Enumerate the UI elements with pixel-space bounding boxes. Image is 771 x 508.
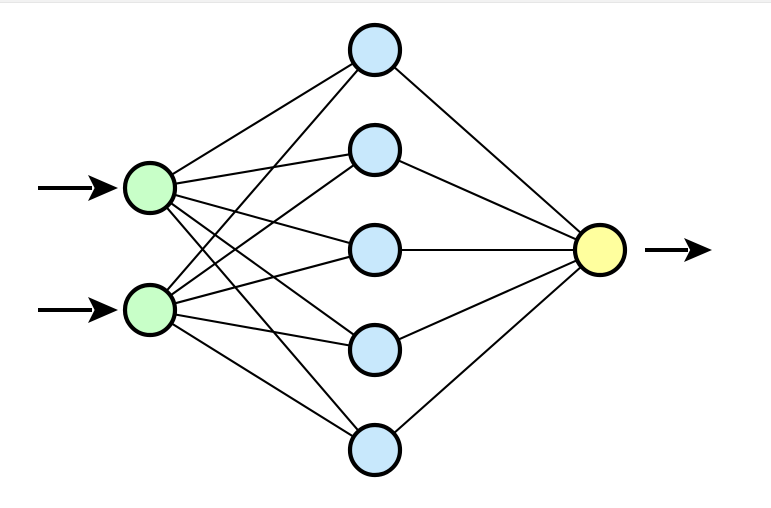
edge-h2-o1: [395, 158, 580, 242]
input-node-1[interactable]: [122, 160, 178, 216]
hidden-node-3[interactable]: [347, 222, 403, 278]
edges-group: [164, 61, 584, 439]
output-node-1[interactable]: [572, 222, 628, 278]
edge-i1-h5: [164, 204, 361, 434]
io-arrows-group: [38, 175, 712, 323]
hidden-node-5[interactable]: [347, 422, 403, 478]
top-edge-strip: [0, 0, 771, 3]
edge-h1-o1: [391, 64, 584, 236]
edge-h4-o1: [395, 258, 580, 342]
edge-i2-h1: [164, 66, 361, 294]
edge-i1-h1: [168, 61, 357, 177]
input-arrow-2: [38, 297, 118, 323]
input-arrow-1-head: [88, 175, 118, 201]
edge-i1-h2: [172, 152, 353, 186]
hidden-node-2[interactable]: [347, 122, 403, 178]
edge-i1-h3: [171, 193, 354, 245]
edge-i2-h4: [172, 313, 353, 347]
input-layer: [122, 160, 178, 338]
output-layer: [572, 222, 628, 278]
hidden-node-4[interactable]: [347, 322, 403, 378]
nodes-group: [122, 22, 628, 478]
edge-i2-h3: [171, 255, 354, 305]
edge-h5-o1: [391, 264, 584, 436]
hidden-node-1[interactable]: [347, 22, 403, 78]
hidden-layer: [347, 22, 403, 478]
edge-i1-h4: [168, 200, 357, 338]
output-arrow-1-head: [684, 238, 712, 262]
edge-i2-h5: [168, 321, 357, 439]
edge-i2-h2: [168, 162, 357, 298]
input-arrow-2-head: [88, 297, 118, 323]
input-arrow-1: [38, 175, 118, 201]
output-arrow-1: [645, 238, 712, 262]
input-node-2[interactable]: [122, 282, 178, 338]
